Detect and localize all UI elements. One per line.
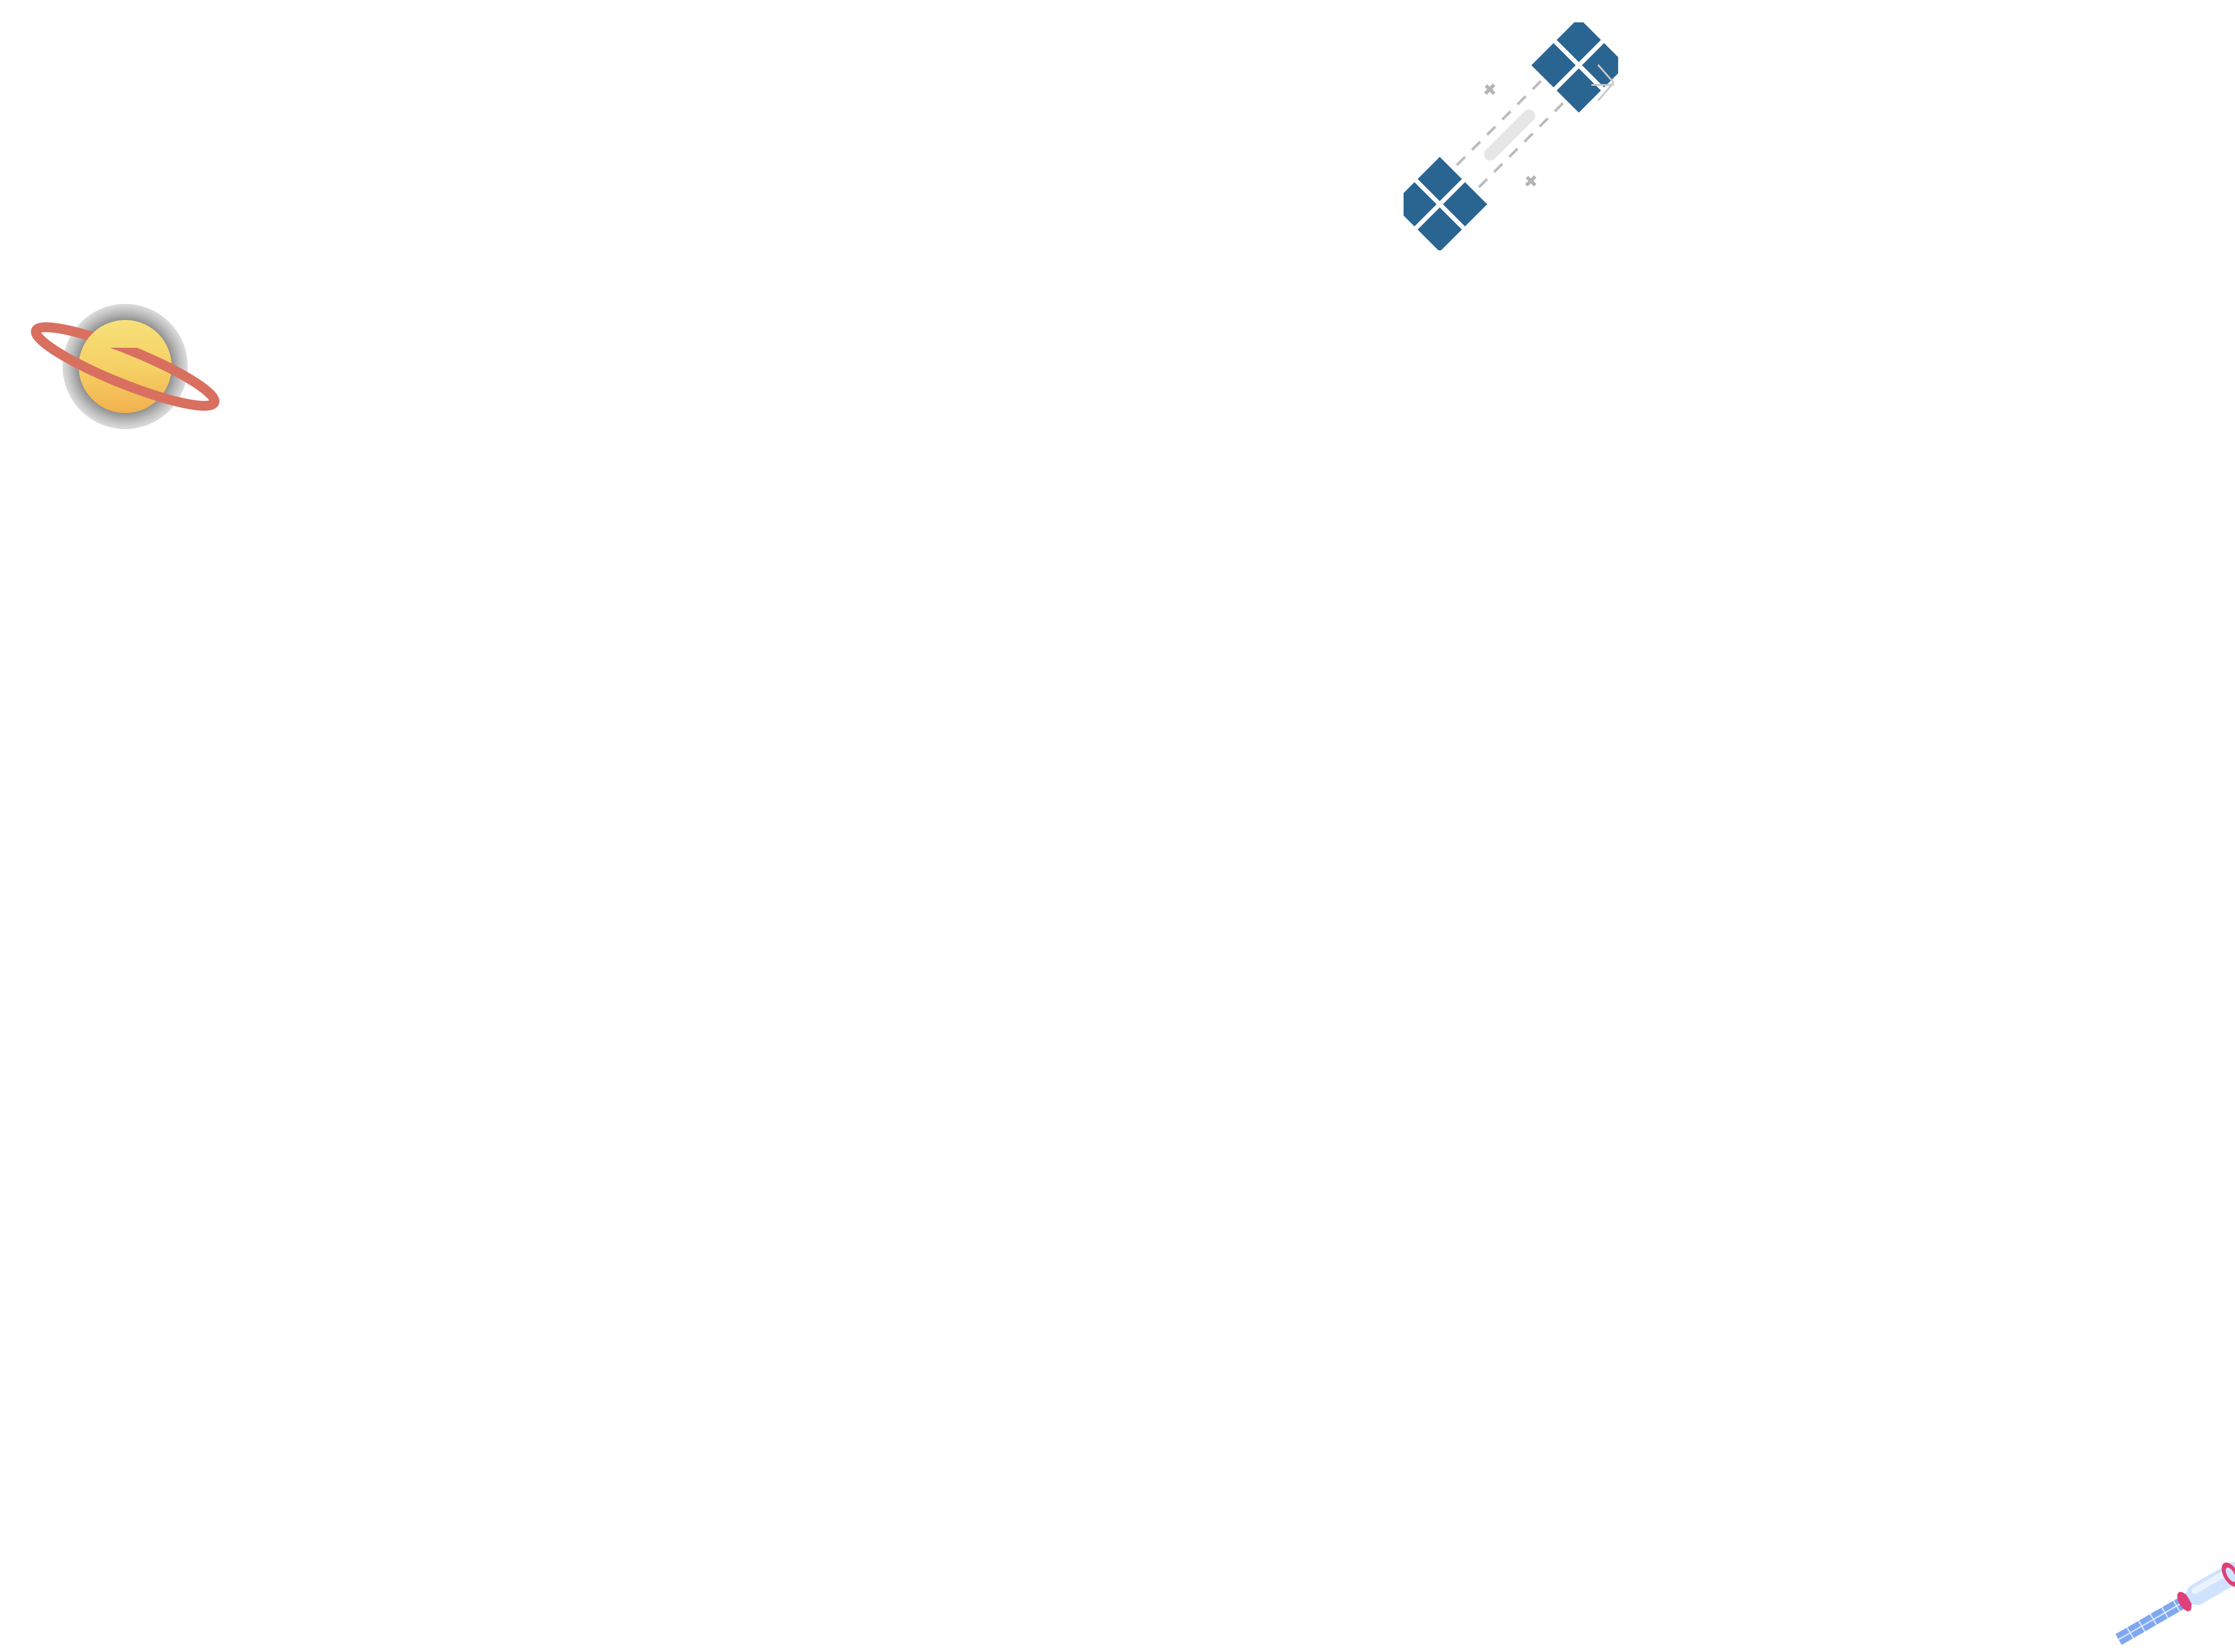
satellite-icon (1404, 22, 1618, 250)
space-station-icon (2115, 1562, 2235, 1645)
ringed-planet-icon (31, 304, 219, 429)
